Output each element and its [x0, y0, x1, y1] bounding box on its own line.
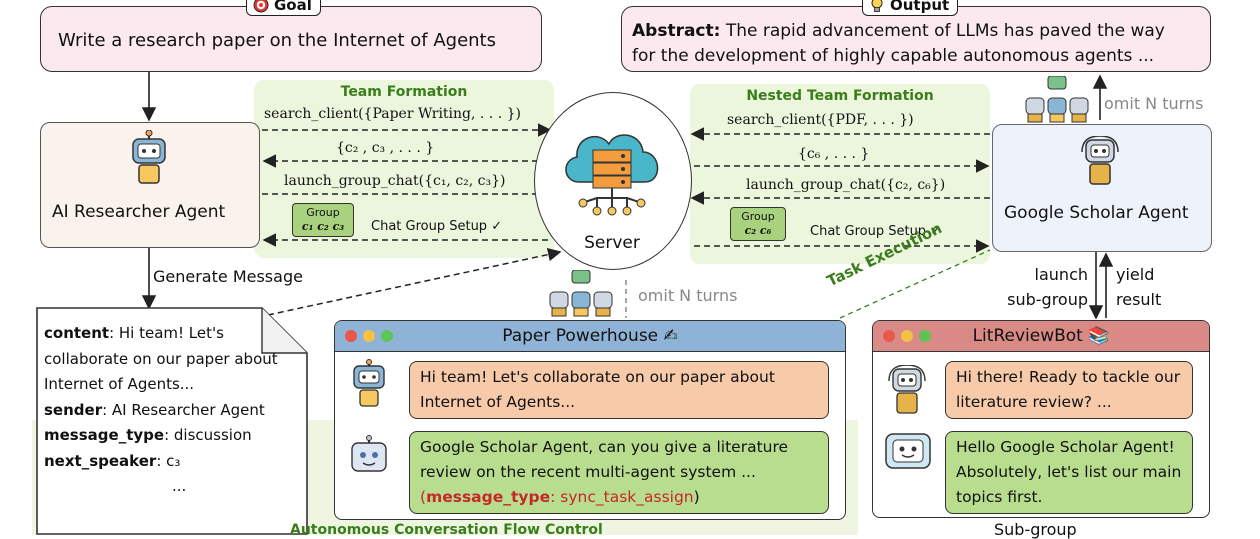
ai-researcher-agent-label: AI Researcher Agent: [52, 202, 226, 222]
paper-msg-2-type-val: : sync_task_assign: [550, 488, 694, 506]
paper-msg-2-type-key: message_type: [426, 488, 551, 506]
robot-icon: [353, 359, 385, 407]
nested-setup-label: Chat Group Setup ✓: [810, 224, 942, 239]
message-note-shape: [36, 307, 308, 535]
robot-icon: [885, 433, 931, 469]
nested-candidates: {c₆ , . . . }: [798, 146, 870, 162]
nested-group-members: c₂ c₆: [744, 224, 772, 237]
note-sender-val: : AI Researcher Agent: [102, 400, 265, 419]
abstract-label: Abstract:: [632, 21, 721, 41]
maximize-dot[interactable]: [381, 330, 393, 342]
close-dot[interactable]: [883, 330, 895, 342]
yield-line2: result: [1116, 290, 1162, 309]
yield-line1: yield: [1116, 265, 1155, 284]
team-setup-label: Chat Group Setup ✓: [371, 219, 503, 234]
note-sender-key: sender: [44, 400, 103, 419]
note-content-line3: Internet of Agents...: [44, 375, 195, 393]
abstract-line2: for the development of highly capable au…: [632, 46, 1155, 66]
nested-search-call: search_client({PDF, . . . }): [727, 112, 914, 128]
launch-subgroup-label: launch sub-group: [994, 262, 1088, 312]
goal-text: Write a research paper on the Internet o…: [58, 30, 496, 51]
team-candidates: {c₂ , c₃ , . . . }: [336, 140, 434, 156]
minimize-dot[interactable]: [901, 330, 913, 342]
server-label: Server: [584, 233, 640, 253]
team-candidates-text: {c₂ , c₃ , . . . }: [336, 140, 435, 156]
note-next-val: : c₃: [156, 451, 181, 470]
launch-line1: launch: [1034, 265, 1088, 284]
output-abstract: Abstract: The rapid advancement of LLMs …: [632, 19, 1165, 69]
note-content-line1: : Hi team! Let's: [109, 324, 224, 342]
launch-line2: sub-group: [1007, 290, 1088, 309]
note-content-key: content: [44, 324, 110, 342]
nested-launch-call: launch_group_chat({c₂, c₆}): [746, 177, 946, 193]
paper-msg-1: Hi team! Let's collaborate on our paper …: [409, 361, 829, 419]
nested-group-label: Group: [741, 210, 775, 223]
paper-window-title: Paper Powerhouse ✍: [502, 326, 678, 346]
team-group-members: c₁ c₂ c₃: [301, 220, 345, 233]
paper-msg-2-text: Google Scholar Agent, can you give a lit…: [420, 438, 789, 481]
team-search-call: search_client({Paper Writing, . . . }): [264, 106, 521, 122]
team-group-chip: Group c₁ c₂ c₃: [292, 203, 354, 237]
google-scholar-agent-label: Google Scholar Agent: [1004, 203, 1189, 223]
yield-result-label: yield result: [1116, 262, 1161, 312]
robot-icon: [351, 435, 387, 472]
goal-tag: Goal: [246, 0, 321, 16]
robot-icon: [888, 365, 926, 414]
note-type-key: message_type: [44, 426, 165, 444]
lit-window-titlebar: LitReviewBot 📚: [873, 321, 1209, 352]
team-formation-title: Team Formation: [340, 84, 468, 100]
close-dot[interactable]: [345, 330, 357, 342]
paper-powerhouse-window: Paper Powerhouse ✍ Hi team! Let's collab…: [334, 320, 846, 520]
nested-team-formation-title: Nested Team Formation: [746, 88, 934, 104]
litreviewbot-window: LitReviewBot 📚 Hi there! Ready to tackle…: [872, 320, 1210, 518]
goal-target-icon: [253, 0, 269, 13]
team-launch-call: launch_group_chat({c₁, c₂, c₃}): [284, 173, 506, 189]
maximize-dot[interactable]: [919, 330, 931, 342]
minimize-dot[interactable]: [363, 330, 375, 342]
server-cloud-icon: [565, 134, 659, 216]
abstract-line1: The rapid advancement of LLMs has paved …: [720, 21, 1165, 41]
note-content-line2: collaborate on our paper about: [44, 349, 278, 368]
output-tag-label: Output: [890, 0, 950, 14]
goal-tag-label: Goal: [274, 0, 312, 14]
nested-group-chip: Group c₂ c₆: [730, 207, 786, 241]
sub-group-caption: Sub-group: [994, 520, 1077, 539]
lit-msg-2: Hello Google Scholar Agent! Absolutely, …: [945, 431, 1193, 514]
lit-msg-1: Hi there! Ready to tackle our literature…: [945, 361, 1193, 419]
autonomous-flow-caption: Autonomous Conversation Flow Control: [290, 522, 603, 538]
robot-icon: [1081, 136, 1119, 185]
note-next-key: next_speaker: [44, 451, 157, 470]
output-bulb-icon: [871, 0, 883, 12]
robot-group-icon: [1025, 76, 1089, 123]
output-tag: Output: [862, 0, 959, 16]
note-type-val: : discussion: [164, 426, 252, 444]
robot-group-icon: [549, 270, 613, 317]
generate-message-label: Generate Message: [153, 267, 303, 286]
robot-icon: [132, 130, 166, 184]
note-ellipsis: ...: [172, 477, 187, 495]
omit-turns-mid: omit N turns: [638, 286, 738, 305]
lit-window-title: LitReviewBot 📚: [972, 326, 1110, 346]
team-group-label: Group: [306, 206, 340, 219]
paper-msg-2: Google Scholar Agent, can you give a lit…: [409, 431, 829, 514]
paper-window-titlebar: Paper Powerhouse ✍: [335, 321, 845, 352]
message-note: content: Hi team! Let's collaborate on o…: [44, 321, 278, 500]
omit-turns-top: omit N turns: [1104, 94, 1204, 113]
